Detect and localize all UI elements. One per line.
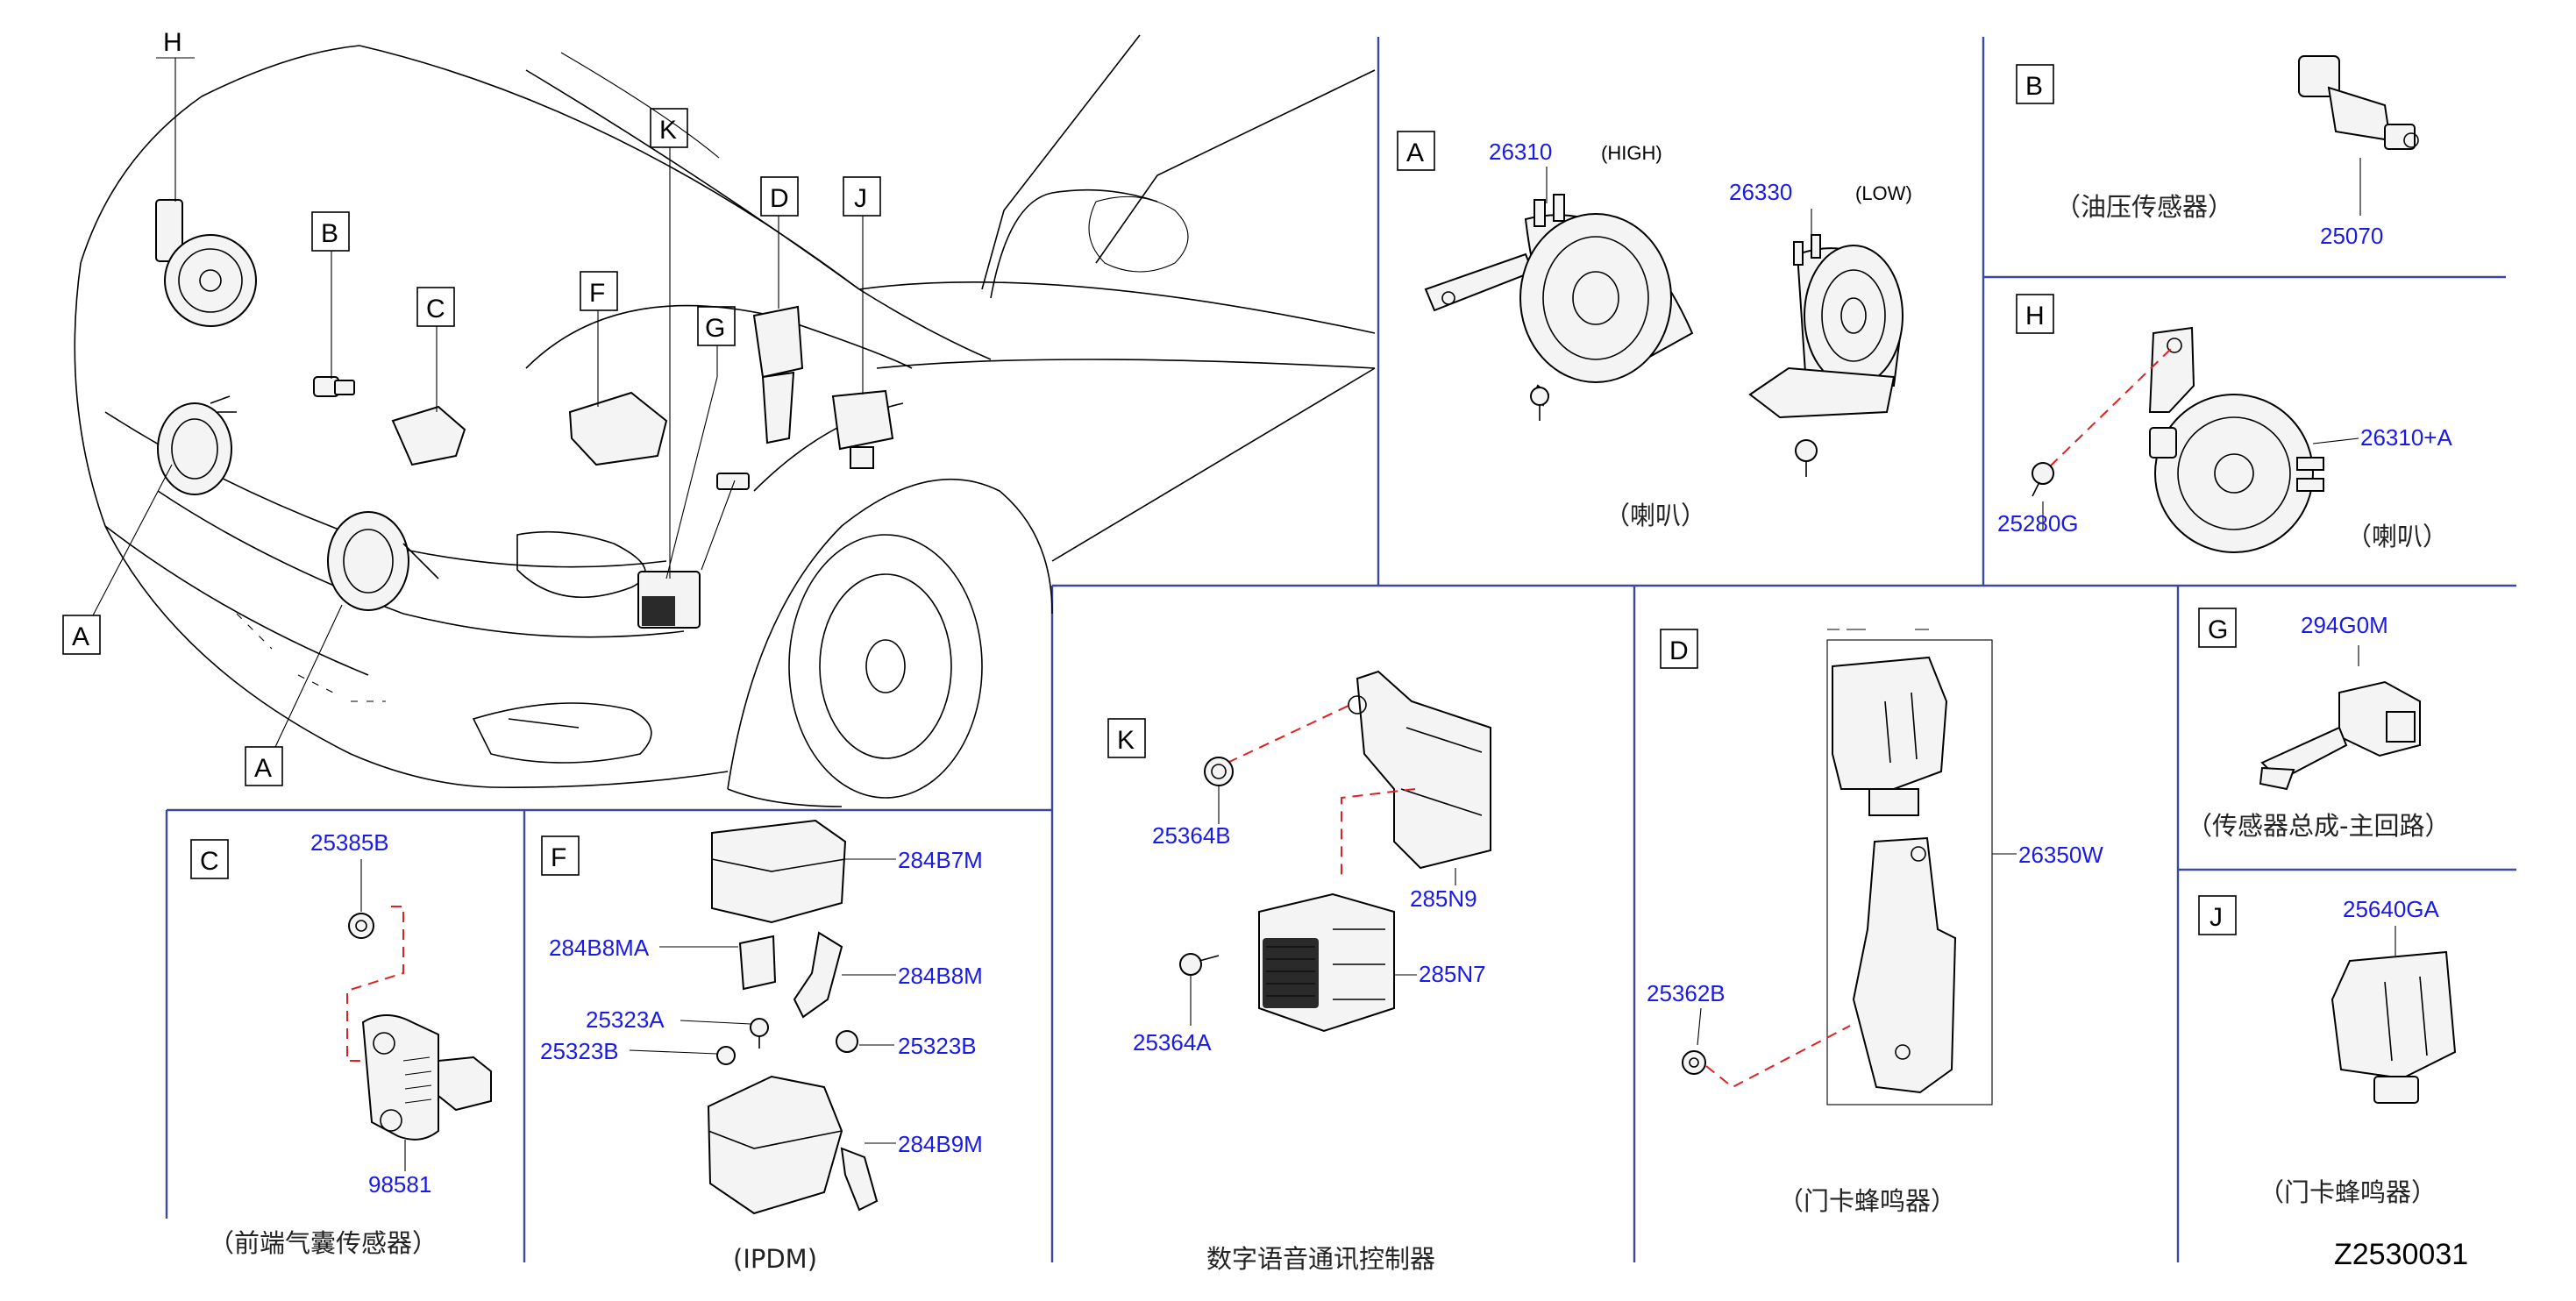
overview-sensor-c: [391, 405, 466, 466]
overview-callouts: H B C F K D J G A A: [62, 28, 881, 786]
variant-low: (LOW): [1855, 182, 1912, 204]
part-25640ga: 25640GA: [2343, 896, 2440, 922]
part-25323b-right: 25323B: [898, 1033, 977, 1059]
part-26350w: 26350W: [2018, 842, 2103, 868]
overview-buzzer-j: [831, 389, 894, 469]
overview-callout-g: G: [705, 314, 725, 343]
section-a-letter: A: [1406, 139, 1424, 167]
overview-callout-b: B: [321, 219, 338, 248]
overview-buzzer-d: [752, 305, 804, 444]
part-25385b: 25385B: [310, 829, 389, 856]
section-h-letter: H: [2025, 302, 2045, 331]
section-b: B 25070 （油压传感器）: [2016, 55, 2419, 249]
part-284b8m: 284B8M: [898, 963, 983, 989]
part-26330: 26330: [1729, 179, 1792, 205]
part-25323a: 25323A: [586, 1006, 665, 1033]
section-g: G 294G0M （传感器总成-主回路）: [2187, 608, 2450, 841]
overview-callout-c: C: [426, 295, 445, 323]
overview-horn-h: [155, 199, 257, 327]
section-c: C 25385B 98581 （前端气囊传感器）: [190, 829, 492, 1258]
section-f-caption: (IPDM): [733, 1244, 817, 1274]
part-25070: 25070: [2320, 223, 2383, 249]
section-a: A 26310 (HIGH) 26330 (LOW) （喇叭）: [1397, 131, 1912, 530]
part-26310: 26310: [1489, 139, 1552, 165]
overview-callout-a1: A: [72, 622, 89, 651]
overview-callout-a2: A: [254, 754, 272, 783]
section-c-caption: （前端气囊传感器）: [209, 1228, 438, 1258]
section-h: H 25280G 26310+A （喇叭）: [1997, 294, 2452, 553]
section-dividers: [165, 37, 2516, 1262]
part-25364a: 25364A: [1133, 1029, 1212, 1056]
section-b-caption: （油压传感器）: [2055, 192, 2233, 222]
section-d-letter: D: [1669, 636, 1689, 665]
overview-controller-k: [637, 571, 701, 629]
overview-callout-k: K: [659, 116, 677, 145]
section-c-letter: C: [200, 847, 219, 876]
part-26310-a: 26310+A: [2360, 424, 2452, 451]
overview-ipdm-f: [568, 391, 668, 466]
overview-horn-a2: [327, 511, 439, 611]
overview-leaders: [92, 57, 864, 748]
overview-sensor-g: [716, 473, 750, 490]
car-overview-sketch: [74, 34, 1376, 807]
section-j: J 25640GA （门卡蜂鸣器）: [2198, 895, 2457, 1207]
part-284b9m: 284B9M: [898, 1131, 983, 1157]
section-h-caption: （喇叭）: [2346, 522, 2448, 551]
section-d: D 26350W 25362B （门卡蜂鸣器）: [1647, 629, 2103, 1216]
part-284b8ma: 284B8MA: [549, 935, 650, 961]
part-285n7: 285N7: [1419, 961, 1486, 987]
section-j-letter: J: [2210, 903, 2223, 932]
part-25323b-left: 25323B: [540, 1038, 619, 1064]
section-j-caption: （门卡蜂鸣器）: [2259, 1177, 2437, 1207]
overview-callout-h: H: [163, 28, 182, 57]
section-d-caption: （门卡蜂鸣器）: [1778, 1186, 1956, 1216]
part-25362b: 25362B: [1647, 980, 1726, 1006]
overview-horn-a1: [157, 395, 237, 495]
drawing-id: Z2530031: [2334, 1238, 2468, 1271]
part-285n9: 285N9: [1410, 885, 1477, 912]
overview-callout-d: D: [770, 184, 789, 213]
part-25280g: 25280G: [1997, 510, 2079, 537]
section-g-caption: （传感器总成-主回路）: [2187, 811, 2450, 841]
part-284b7m: 284B7M: [898, 847, 983, 873]
variant-high: (HIGH): [1601, 142, 1662, 164]
section-a-caption: （喇叭）: [1605, 501, 1706, 530]
overview-callout-j: J: [854, 184, 867, 213]
overview-sensor-b: [313, 376, 355, 397]
section-g-letter: G: [2208, 615, 2228, 644]
section-f: F 284B7M 284B8MA 284B8M 25323A 25323B 25…: [540, 819, 983, 1274]
overview-callout-f: F: [589, 279, 605, 308]
section-f-letter: F: [551, 843, 566, 872]
section-b-letter: B: [2025, 72, 2043, 101]
section-k: K 25364B 285N9 285N7 25364A 数字语音通讯控制器: [1107, 670, 1491, 1274]
part-98581: 98581: [368, 1171, 431, 1198]
part-294g0m: 294G0M: [2301, 612, 2388, 638]
section-k-letter: K: [1117, 726, 1135, 755]
part-25364b: 25364B: [1152, 822, 1231, 849]
section-k-caption: 数字语音通讯控制器: [1206, 1244, 1435, 1274]
